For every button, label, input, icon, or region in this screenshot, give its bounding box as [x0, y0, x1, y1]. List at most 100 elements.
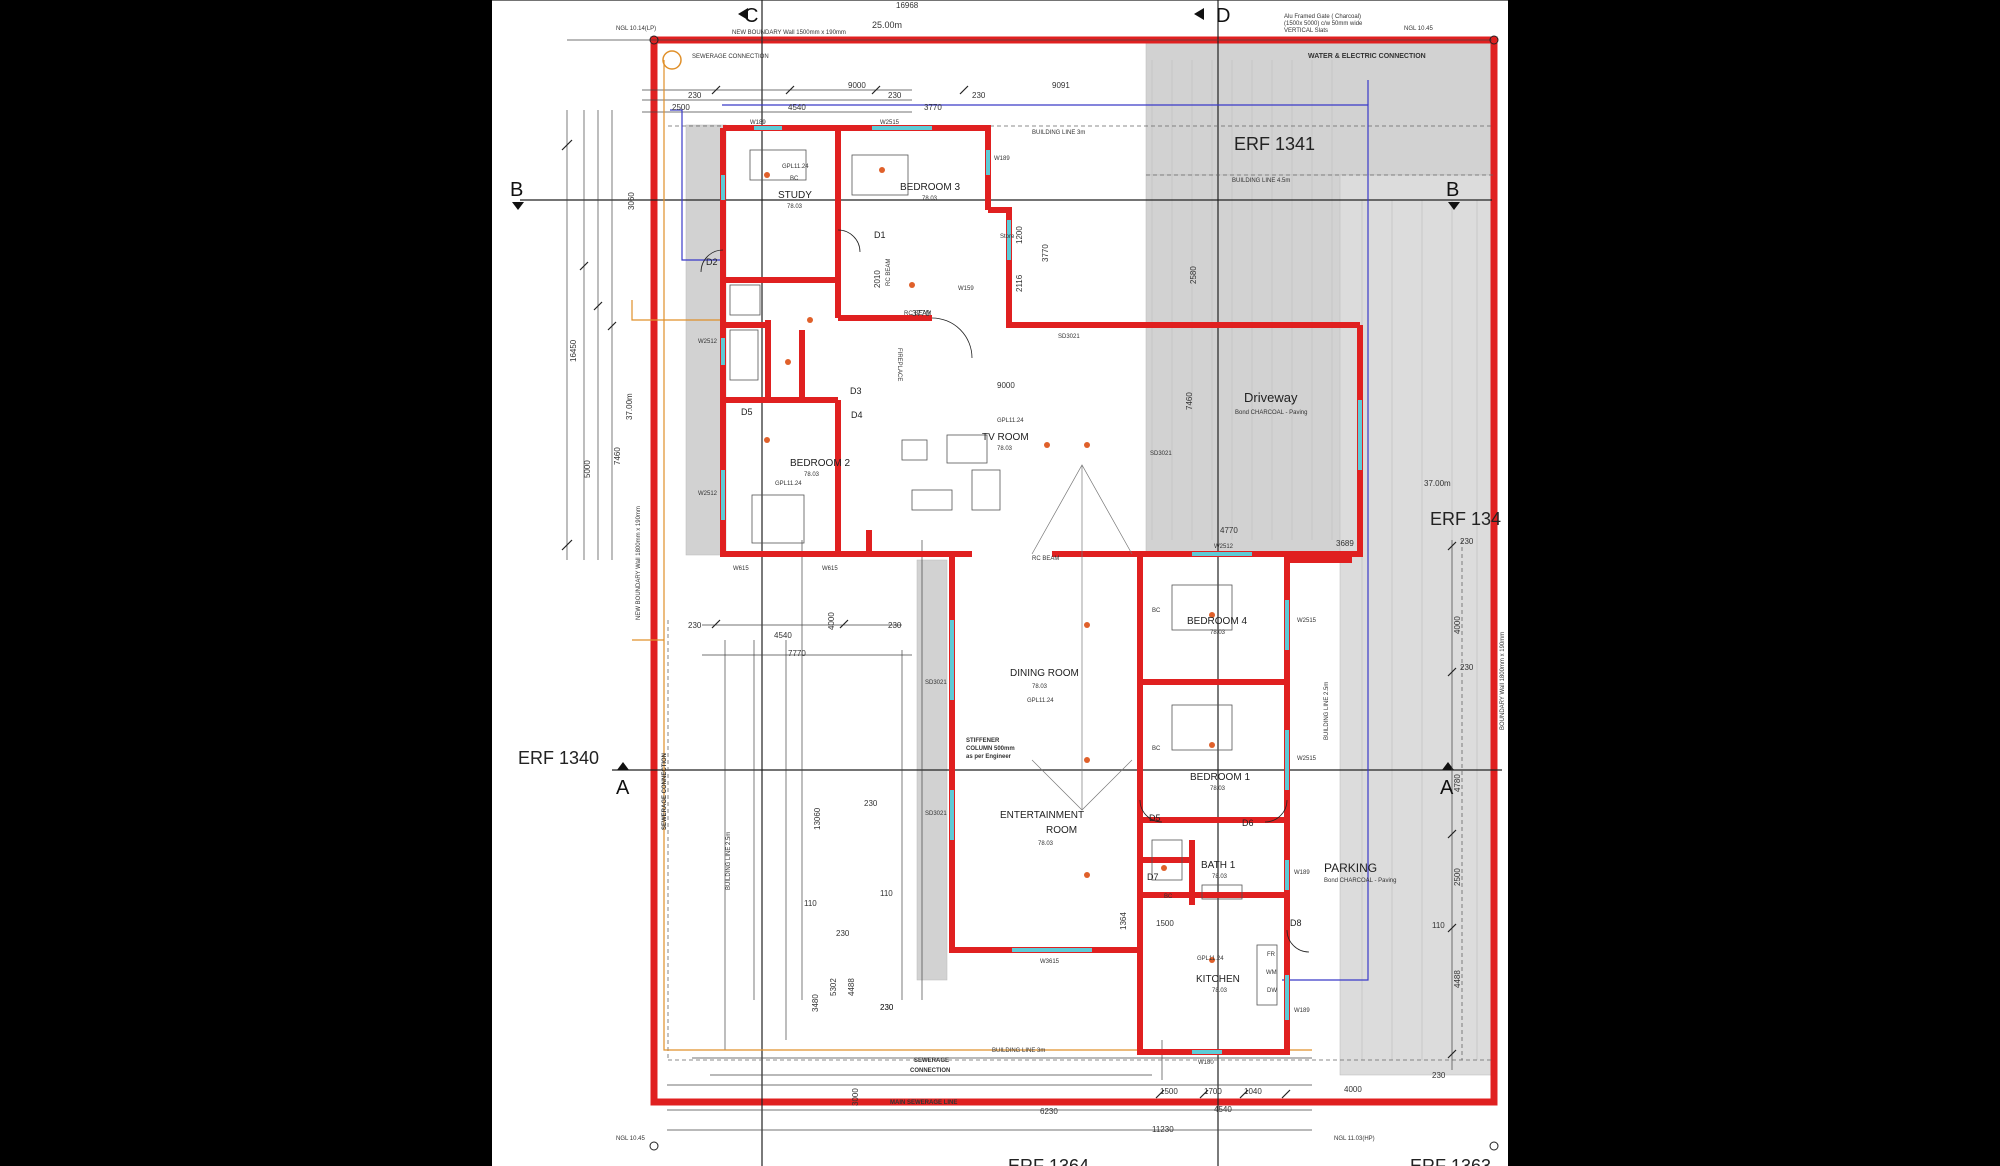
note-boundary-right: BOUNDARY Wall 1800mm x 190mm [1500, 632, 1506, 730]
win-w3615: W3615 [1040, 959, 1060, 965]
dim-1040-bottom: 1040 [1244, 1087, 1262, 1096]
dimension-ticks [492, 0, 1508, 1099]
win-w2512a: W2512 [698, 339, 718, 345]
dim-230-a: 230 [688, 91, 702, 100]
door-d1: D1 [874, 230, 886, 240]
win-w2515a: W2515 [880, 120, 900, 126]
section-a-left: A [616, 777, 630, 799]
door-swings [700, 229, 1310, 953]
note-sewerage-top: SEWERAGE CONNECTION [692, 54, 769, 60]
dim-1500-bottom: 1500 [1160, 1087, 1178, 1096]
win-w2512-top: W2512 [1214, 544, 1234, 550]
door-d2: D2 [706, 257, 718, 267]
note-stiffener-3: as per Engineer [966, 754, 1012, 760]
note-rc-beam-2: RC BEAM [1032, 556, 1059, 562]
dim-4780: 4780 [1453, 774, 1462, 792]
dim-4488-mid: 4488 [847, 978, 856, 996]
door-d5a: D5 [741, 407, 753, 417]
floor-plan: C D B B A A ERF 1341 ERF 134 ERF 1340 ER… [492, 0, 1508, 1166]
note-bc-4: BC [1164, 894, 1173, 900]
code-kitchen: 78.03 [1212, 988, 1228, 994]
note-new-boundary-top: NEW BOUNDARY Wall 1500mm x 190mm [732, 30, 846, 36]
dim-7460-drive: 7460 [1185, 392, 1194, 410]
dim-230-right-b: 230 [1460, 663, 1474, 672]
win-sd3021a: SD3021 [1058, 334, 1080, 340]
dim-3000-bottom: 3000 [851, 1088, 860, 1106]
dim-top-overall: 16968 [896, 1, 919, 10]
room-store: Store [1000, 234, 1015, 240]
dim-11230: 11230 [1152, 1125, 1174, 1134]
note-bc-3: BC [1152, 746, 1161, 752]
dim-1200: 1200 [1015, 226, 1024, 244]
door-d7: D7 [1147, 872, 1159, 882]
room-kitchen: KITCHEN [1196, 974, 1240, 985]
code-study: 78.03 [787, 204, 803, 210]
dim-4000-right: 4000 [1453, 616, 1462, 634]
windows-glazing [721, 126, 1362, 1054]
room-parking: PARKING [1324, 861, 1377, 875]
win-w615a: W615 [733, 566, 749, 572]
dim-2010: 2010 [873, 270, 882, 288]
dim-230-c: 230 [972, 91, 986, 100]
code-kitchen-gpl: GPL11.24 [1197, 956, 1224, 962]
roof-lines [1031, 464, 1133, 811]
note-fr: FR [1267, 952, 1276, 958]
note-building-line-3m-bottom: BUILDING LINE 3m [992, 1048, 1045, 1054]
note-ngl-tl: NGL 10.14(LP) [616, 26, 656, 32]
room-bath1: BATH 1 [1201, 860, 1236, 871]
erf-134: ERF 134 [1430, 509, 1501, 529]
section-d: D [1216, 5, 1230, 27]
dim-1700-bottom: 1700 [1204, 1087, 1222, 1096]
dim-230-bottom: 230 [880, 1003, 894, 1012]
note-new-boundary-left: NEW BOUNDARY Wall 1800mm x 190mm [636, 506, 642, 620]
dim-230-b: 230 [888, 91, 902, 100]
win-sd3021c: SD3021 [925, 680, 947, 686]
door-d4: D4 [851, 410, 863, 420]
win-w2512b: W2512 [698, 491, 718, 497]
note-gate-2: (1500x 5000) c/w 50mm wide [1284, 21, 1363, 27]
room-bedroom3: BEDROOM 3 [900, 182, 960, 193]
dim-9000-top: 9000 [848, 81, 866, 90]
code-bed2: 78.03 [804, 472, 820, 478]
paved-areas [685, 39, 1495, 1076]
note-water-electric: WATER & ELECTRIC CONNECTION [1308, 53, 1426, 60]
note-dw: DW [1267, 988, 1277, 994]
dim-230-low-b: 230 [836, 929, 850, 938]
note-paving-parking: Bond CHARCOAL - Paving [1324, 878, 1396, 884]
dim-7770: 7770 [788, 649, 806, 658]
note-sewerage-bottom-1: SEWERAGE [914, 1058, 949, 1064]
dim-3689: 3689 [1336, 539, 1354, 548]
room-tv: TV ROOM [982, 432, 1029, 443]
drawing-sheet: C D B B A A ERF 1341 ERF 134 ERF 1340 ER… [492, 0, 1508, 1166]
note-stiffener-2: COLUMN 500mm [966, 746, 1015, 752]
note-gate-1: Alu Framed Gate ( Charcoal) [1284, 14, 1361, 20]
section-b-right: B [1446, 179, 1459, 201]
note-main-sewerage: MAIN SEWERAGE LINE [890, 1100, 957, 1106]
dim-2116: 2116 [1015, 274, 1024, 292]
room-entertainment-2: ROOM [1046, 825, 1077, 836]
code-dining-gpl: GPL11.24 [1027, 698, 1054, 704]
note-gate-3: VERTICAL Slats [1284, 28, 1328, 34]
dim-9091: 9091 [1052, 81, 1070, 90]
room-study: STUDY [778, 190, 812, 201]
win-w189d: W189 [1294, 1008, 1310, 1014]
dim-7460: 7460 [613, 447, 622, 465]
electrical-points [764, 167, 1215, 963]
dim-1500-kitchen: 1500 [1156, 919, 1174, 928]
win-w2515c: W2515 [1297, 756, 1317, 762]
note-sewerage-bottom-2: CONNECTION [910, 1068, 950, 1074]
note-sewerage-left: SEWERAGE CONNECTION [662, 753, 668, 830]
dim-6230: 6230 [1040, 1107, 1058, 1116]
dim-3770-vert: 3770 [1041, 244, 1050, 262]
door-d3: D3 [850, 386, 862, 396]
dim-2500-right: 2500 [1453, 868, 1462, 886]
note-building-line-25m-left: BUILDING LINE 2.5m [726, 832, 732, 890]
dim-110-right: 110 [1432, 921, 1445, 930]
dim-5000: 5000 [583, 460, 592, 478]
dim-3480: 3480 [811, 994, 820, 1012]
fittings [729, 149, 1278, 1006]
note-fireplace: FIREPLACE [896, 348, 902, 381]
note-bc-1: BC [790, 176, 799, 182]
erf-1340: ERF 1340 [518, 748, 599, 768]
dim-4540-bottom: 4540 [1214, 1105, 1232, 1114]
